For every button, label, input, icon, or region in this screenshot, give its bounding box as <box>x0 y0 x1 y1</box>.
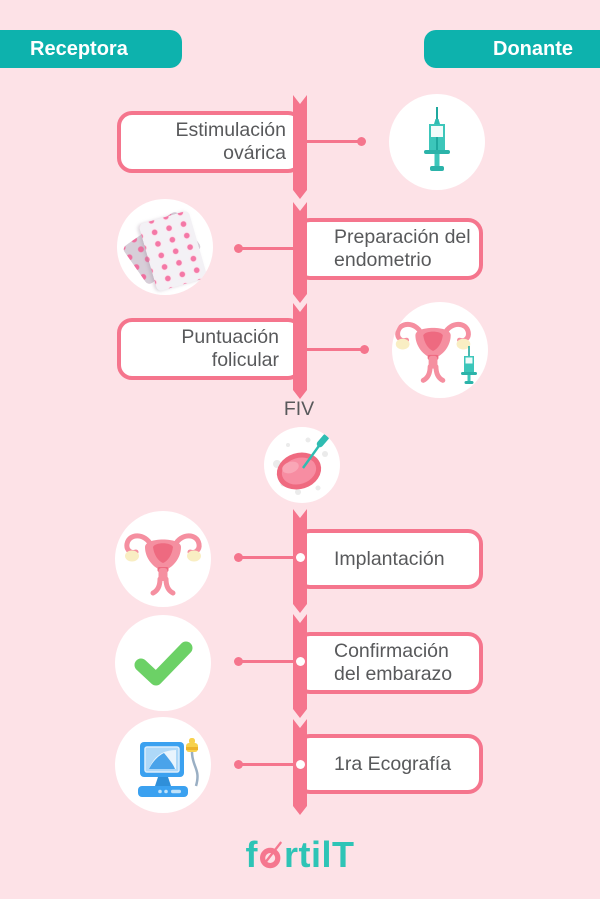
checkmark-icon-circle <box>115 615 211 711</box>
step-box-confirmacion-embarazo: Confirmación del embarazo <box>295 632 483 694</box>
connector-line <box>240 763 302 766</box>
syringe-icon-circle <box>389 94 485 190</box>
donante-badge-label: Donante <box>493 37 573 60</box>
logo-e-icon <box>259 841 282 869</box>
step-box-puntuacion-folicular: Puntuación folicular <box>117 318 303 380</box>
connector-dot <box>360 345 369 354</box>
ultrasound-icon-circle <box>115 717 211 813</box>
timeline-segment-2 <box>293 202 307 303</box>
fertilt-logo: f rtilT <box>0 834 600 876</box>
logo-text-T: T <box>332 834 355 875</box>
receptora-badge: Receptora <box>0 30 182 68</box>
uterus-syringe-icon <box>395 321 477 384</box>
pills-icon-circle <box>117 199 213 295</box>
fertilization-icon <box>273 431 332 495</box>
step-box-preparacion-endometrio: Preparación del endometrio <box>295 218 483 280</box>
donante-badge: Donante <box>424 30 600 68</box>
step-box-estimulacion-ovarica: Estimulación ovárica <box>117 111 303 173</box>
fiv-label: FIV <box>283 398 315 420</box>
connector-dot <box>234 657 243 666</box>
connector-line <box>304 140 361 143</box>
step-label: Puntuación folicular <box>181 326 279 371</box>
checkmark-icon <box>134 641 193 686</box>
timeline-segment-1 <box>293 95 307 199</box>
pills-icon <box>117 199 213 295</box>
uterus-icon-circle <box>115 511 211 607</box>
step-label: Preparación del endometrio <box>334 226 471 271</box>
timeline-node-dot <box>296 760 305 769</box>
uterus-icon <box>124 533 202 596</box>
connector-dot <box>234 760 243 769</box>
step-label: Implantación <box>334 547 445 570</box>
step-label: Confirmación del embarazo <box>334 640 453 685</box>
connector-line <box>240 247 296 250</box>
step-label: 1ra Ecografía <box>334 752 452 775</box>
timeline-segment-5 <box>293 614 307 718</box>
timeline-node-dot <box>296 553 305 562</box>
fertilization-icon-circle <box>264 427 340 503</box>
step-box-implantacion: Implantación <box>295 529 483 589</box>
timeline-segment-3 <box>293 303 307 399</box>
step-label: Estimulación ovárica <box>175 119 286 164</box>
logo-text-f: f <box>245 834 258 875</box>
timeline-node-dot <box>296 657 305 666</box>
connector-dot <box>234 244 243 253</box>
uterus-syringe-icon-circle <box>392 302 488 398</box>
receptora-badge-label: Receptora <box>30 37 128 60</box>
logo-text-rtil: rtil <box>283 834 332 875</box>
connector-line <box>304 348 364 351</box>
connector-dot <box>234 553 243 562</box>
ultrasound-icon <box>138 738 199 797</box>
step-box-1ra-ecografia: 1ra Ecografía <box>295 734 483 794</box>
syringe-icon <box>424 107 450 171</box>
connector-dot <box>357 137 366 146</box>
connector-line <box>240 660 302 663</box>
connector-line <box>240 556 302 559</box>
